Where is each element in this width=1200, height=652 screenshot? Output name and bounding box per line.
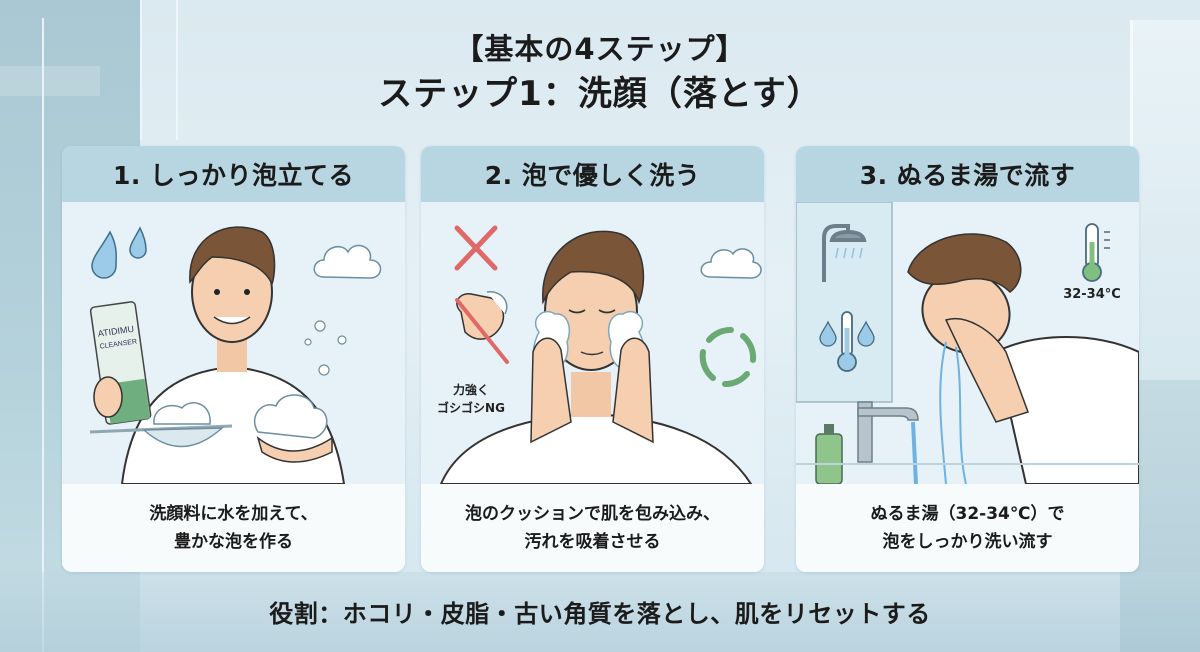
shower-spray xyxy=(835,247,863,259)
illustration-lathering: ATIDIMU CLEANSER xyxy=(62,202,405,484)
caption-line: ぬるま湯（32-34℃）で xyxy=(870,504,1065,524)
hands xyxy=(530,337,654,444)
role-summary: 役割：ホコリ・皮脂・古い角質を落とし、肌をリセットする xyxy=(269,600,931,628)
water-drops-icon xyxy=(819,320,875,347)
man-figure xyxy=(120,226,346,484)
foam-in-hand-icon xyxy=(253,394,333,463)
crossed-scrubbing-hand-icon xyxy=(455,291,509,364)
caption-line: 泡をしっかり洗い流す xyxy=(882,532,1053,552)
foam-cloud-icon xyxy=(700,248,762,279)
man-figure xyxy=(907,233,1139,484)
faucet-water xyxy=(911,421,918,484)
temperature-label: 32-34°C xyxy=(1063,287,1121,302)
green-cycle-arrows-icon xyxy=(699,327,757,387)
card-title: 3. ぬるま湯で流す xyxy=(796,146,1139,202)
foam-cloud-icon xyxy=(313,244,382,279)
water-splash xyxy=(939,341,967,484)
whisk-net-bowl-icon xyxy=(89,402,233,448)
card-caption: 洗顔料に水を加えて、 豊かな泡を作る xyxy=(62,484,405,572)
card-caption: ぬるま湯（32-34℃）で 泡をしっかり洗い流す xyxy=(796,484,1139,572)
background-wall-line xyxy=(176,0,178,140)
background-glass-frame xyxy=(42,18,44,652)
faucet-icon xyxy=(857,401,919,463)
red-x-icon xyxy=(454,225,498,271)
step-card-rinse: 3. ぬるま湯で流す xyxy=(796,146,1139,572)
man-figure xyxy=(439,230,753,484)
caption-line: 洗顔料に水を加えて、 xyxy=(149,504,318,524)
water-drops-icon xyxy=(91,226,147,279)
thermometer-icon xyxy=(1082,223,1110,282)
background-glass-band xyxy=(0,66,100,96)
background-wall-line xyxy=(140,0,142,140)
shower-head-icon xyxy=(822,224,867,282)
caption-line: 豊かな泡を作る xyxy=(174,532,293,552)
ng-label-line1: 力強く xyxy=(453,382,489,397)
step-card-gentle-wash: 2. 泡で優しく洗う xyxy=(421,146,764,572)
card-caption: 泡のクッションで肌を包み込み、 汚れを吸着させる xyxy=(421,484,764,572)
title-step-1: ステップ1：洗顔（落とす） xyxy=(378,74,822,114)
caption-line: 泡のクッションで肌を包み込み、 xyxy=(465,504,720,524)
illustration-gentle-wash: 力強く ゴシゴシNG xyxy=(421,202,764,484)
card-title: 2. 泡で優しく洗う xyxy=(421,146,764,202)
illustration-rinse: 32-34°C xyxy=(796,202,1139,484)
ng-label-line2: ゴシゴシNG xyxy=(437,400,505,415)
card-title: 1. しっかり泡立てる xyxy=(62,146,405,202)
bubbles-icon xyxy=(304,320,347,376)
page-title: 【基本の4ステップ】 ステップ1：洗顔（落とす） xyxy=(0,28,1200,118)
background-floor xyxy=(0,572,1200,652)
caption-line: 汚れを吸着させる xyxy=(524,532,661,552)
soap-pump-bottle-icon xyxy=(815,424,843,484)
title-basic-steps: 【基本の4ステップ】 xyxy=(454,32,746,66)
thermometer-icon xyxy=(837,311,857,372)
step-card-lather: 1. しっかり泡立てる xyxy=(62,146,405,572)
